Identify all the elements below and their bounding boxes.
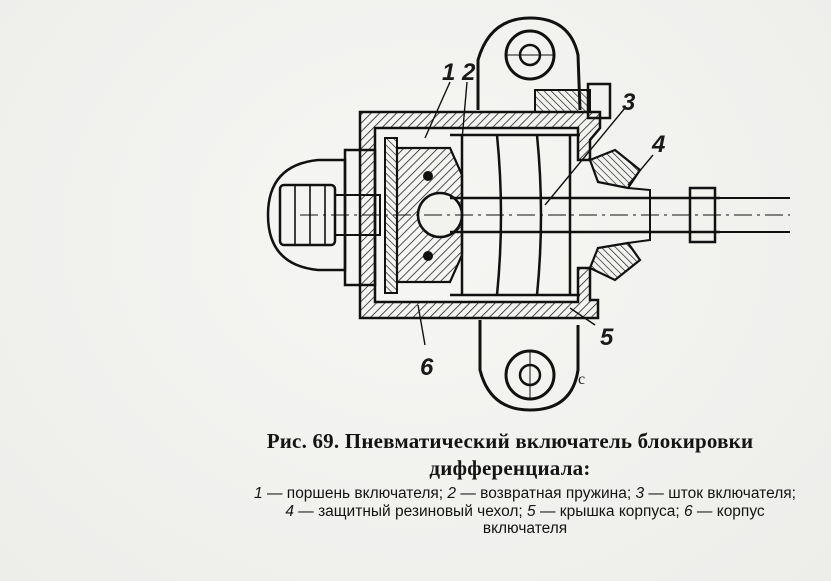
upper-mounting-lug [476,16,582,111]
callout-4: 4 [651,131,665,158]
callout-3: 3 [622,89,636,116]
pneumatic-switch-drawing: c [266,16,790,412]
legend-item: 2 — возвратная пружина; [447,485,632,502]
figure-title: Пневматический включатель блокировки диф… [344,429,754,480]
callout-5: 5 [600,324,614,351]
figure-legend: 1 — поршень включателя; 2 — возвратная п… [250,485,800,538]
legend-item: 6 — корпус включателя [482,502,765,538]
switch-rod [300,186,790,244]
callout-2: 2 [461,59,476,86]
rubber-boot [588,148,651,282]
legend-item: 4 — защитный резиновый чехол; [285,502,523,520]
callout-leaders [417,81,654,346]
callout-1: 1 [442,59,455,86]
legend-item: 5 — крышка корпуса; [527,502,680,520]
lower-mounting-lug: c [478,320,585,412]
figure-caption: Рис. 69. Пневматический включатель блоки… [225,428,795,482]
callout-6: 6 [420,354,434,381]
legend-item: 3 — шток включателя; [635,485,796,502]
figure-label: Рис. 69. [266,429,340,453]
legend-item: 1 — поршень включателя; [254,485,444,502]
svg-text:c: c [578,371,585,388]
